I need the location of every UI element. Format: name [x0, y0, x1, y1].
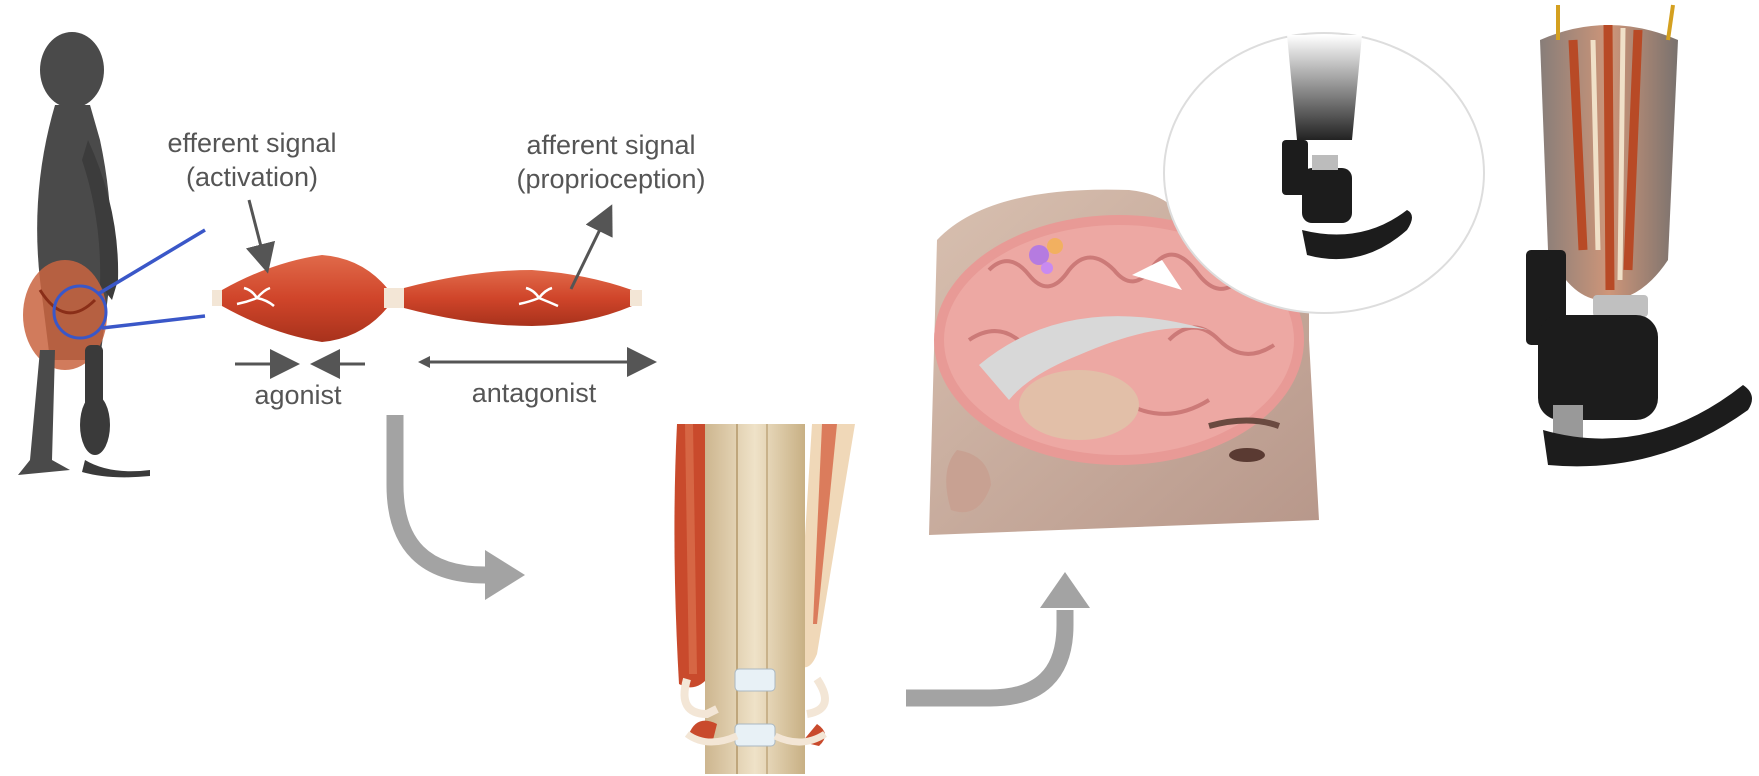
- afferent-label-line2: (proprioception): [500, 162, 722, 196]
- flow-arrow-2: [900, 570, 1100, 730]
- antagonist-label: antagonist: [460, 376, 608, 410]
- prosthesis-callout-icon: [1162, 30, 1492, 330]
- efferent-label-line1: efferent signal: [150, 126, 354, 160]
- agonist-label: agonist: [240, 378, 356, 412]
- signal-arrows: [0, 0, 700, 400]
- efferent-label-line2: (activation): [150, 160, 354, 194]
- afferent-label-line1: afferent signal: [500, 128, 722, 162]
- surgical-construct-icon: [667, 424, 867, 774]
- efferent-arrow: [249, 200, 265, 262]
- afferent-label: afferent signal (proprioception): [500, 128, 722, 196]
- flow-arrow-1: [385, 410, 565, 610]
- prosthetic-leg-icon: [1498, 0, 1758, 520]
- afferent-arrow: [571, 215, 607, 289]
- efferent-label: efferent signal (activation): [150, 126, 354, 194]
